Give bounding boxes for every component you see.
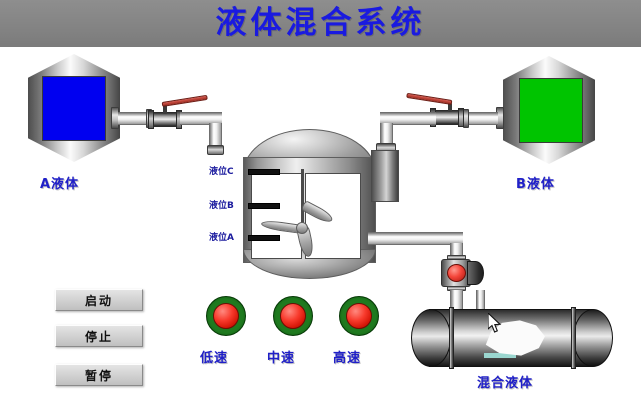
pipe-b-horizontal-2: [380, 112, 436, 125]
ball-valve-a-cap-left: [148, 110, 154, 129]
level-marker-c: [248, 169, 280, 175]
ball-valve-b-body: [434, 110, 460, 125]
mouse-cursor: [488, 313, 502, 333]
product-tank-cap-right: [573, 309, 613, 367]
mixer-side-column: [371, 150, 399, 202]
actuated-valve-actuator: [467, 261, 484, 285]
ball-valve-b[interactable]: [406, 92, 464, 131]
actuated-valve-outlet[interactable]: [441, 259, 487, 287]
product-tank-label: 混合液体: [477, 376, 534, 391]
lamp-low-speed[interactable]: [206, 296, 246, 336]
mixing-vessel[interactable]: [243, 129, 376, 281]
ball-valve-a-handle[interactable]: [161, 94, 208, 107]
pipe-a-vertical: [209, 123, 222, 149]
actuated-valve-disc: [447, 264, 466, 282]
lamp-high-speed[interactable]: [339, 296, 379, 336]
level-label-b: 液位B: [209, 201, 234, 211]
product-tank-cap-left: [411, 309, 451, 367]
pipe-b-horizontal-1: [466, 112, 498, 125]
ball-valve-a-body: [152, 112, 178, 127]
lamp-low-speed-bulb: [213, 303, 239, 329]
product-tank-liquid-patch: [484, 353, 516, 358]
level-marker-a: [248, 235, 280, 241]
pause-button[interactable]: 暂停: [55, 364, 143, 386]
tank-a-liquid: [42, 76, 106, 141]
mixing-vessel-window-left: [251, 173, 302, 259]
product-tank[interactable]: [411, 307, 613, 369]
tank-b[interactable]: [503, 56, 595, 164]
tank-a[interactable]: [28, 54, 120, 162]
ball-valve-b-cap-right: [458, 108, 464, 127]
level-label-c: 液位C: [209, 167, 234, 177]
lamp-high-speed-label: 高速: [333, 351, 362, 366]
ball-valve-b-stem: [448, 103, 452, 112]
lamp-high-speed-bulb: [346, 303, 372, 329]
tank-b-liquid: [519, 78, 583, 143]
process-diagram-canvas: A液体 B液体: [0, 47, 641, 401]
pipe-outlet-vertical-lower: [450, 290, 463, 312]
page-title: 液体混合系统: [215, 5, 426, 41]
ball-valve-a-stem: [163, 105, 167, 114]
title-bar: 液体混合系统: [0, 0, 641, 49]
impeller-hub: [296, 222, 308, 234]
stop-button[interactable]: 停止: [55, 325, 143, 347]
product-tank-band-left: [449, 307, 454, 369]
pipe-product-dip-leg: [476, 290, 485, 314]
tank-b-label: B液体: [516, 177, 555, 192]
start-button[interactable]: 启动: [55, 289, 143, 311]
level-label-a: 液位A: [209, 233, 234, 243]
lamp-low-speed-label: 低速: [200, 351, 229, 366]
lamp-medium-speed-bulb: [280, 303, 306, 329]
tank-a-label: A液体: [40, 177, 80, 192]
lamp-medium-speed-label: 中速: [267, 351, 296, 366]
ball-valve-a[interactable]: [148, 94, 208, 133]
ball-valve-b-handle[interactable]: [406, 92, 453, 105]
mixer-inlet-a-nozzle: [207, 145, 224, 155]
product-tank-band-right: [571, 307, 576, 369]
lamp-medium-speed[interactable]: [273, 296, 313, 336]
pipe-a-horizontal-2: [180, 112, 222, 125]
pipe-a-horizontal-1: [118, 112, 150, 125]
pipe-outlet-horizontal: [368, 232, 463, 245]
pipe-b-vertical: [380, 123, 393, 147]
level-marker-b: [248, 203, 280, 209]
